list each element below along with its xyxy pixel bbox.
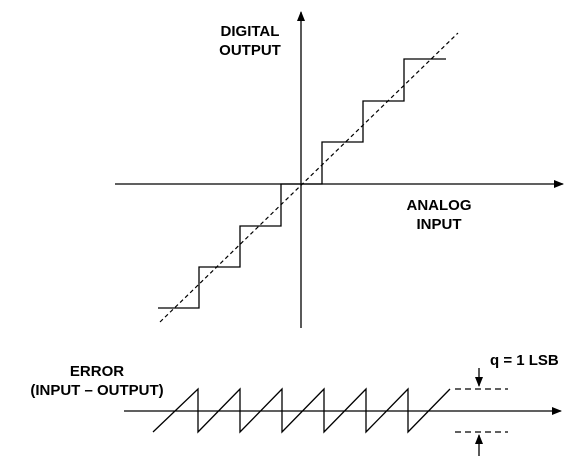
y-axis-label: DIGITAL OUTPUT (205, 22, 295, 60)
error-sawtooth (152, 387, 451, 434)
error-plot (124, 368, 562, 456)
x-axis-label-line-1: ANALOG (406, 197, 472, 214)
transfer-plot (115, 11, 564, 328)
y-axis-label-line-2: OUTPUT (219, 42, 281, 59)
x-axis-label-line-2: INPUT (416, 216, 462, 233)
ideal-transfer-line (159, 32, 459, 323)
y-axis-label-line-1: DIGITAL (220, 23, 280, 40)
quantization-step-label: q = 1 LSB (490, 352, 559, 369)
error-label-line-2: (INPUT – OUTPUT) (30, 382, 164, 399)
x-axis-label: ANALOG INPUT (394, 196, 484, 234)
error-label-line-1: ERROR (69, 363, 125, 380)
error-label: ERROR (INPUT – OUTPUT) (6, 362, 188, 400)
